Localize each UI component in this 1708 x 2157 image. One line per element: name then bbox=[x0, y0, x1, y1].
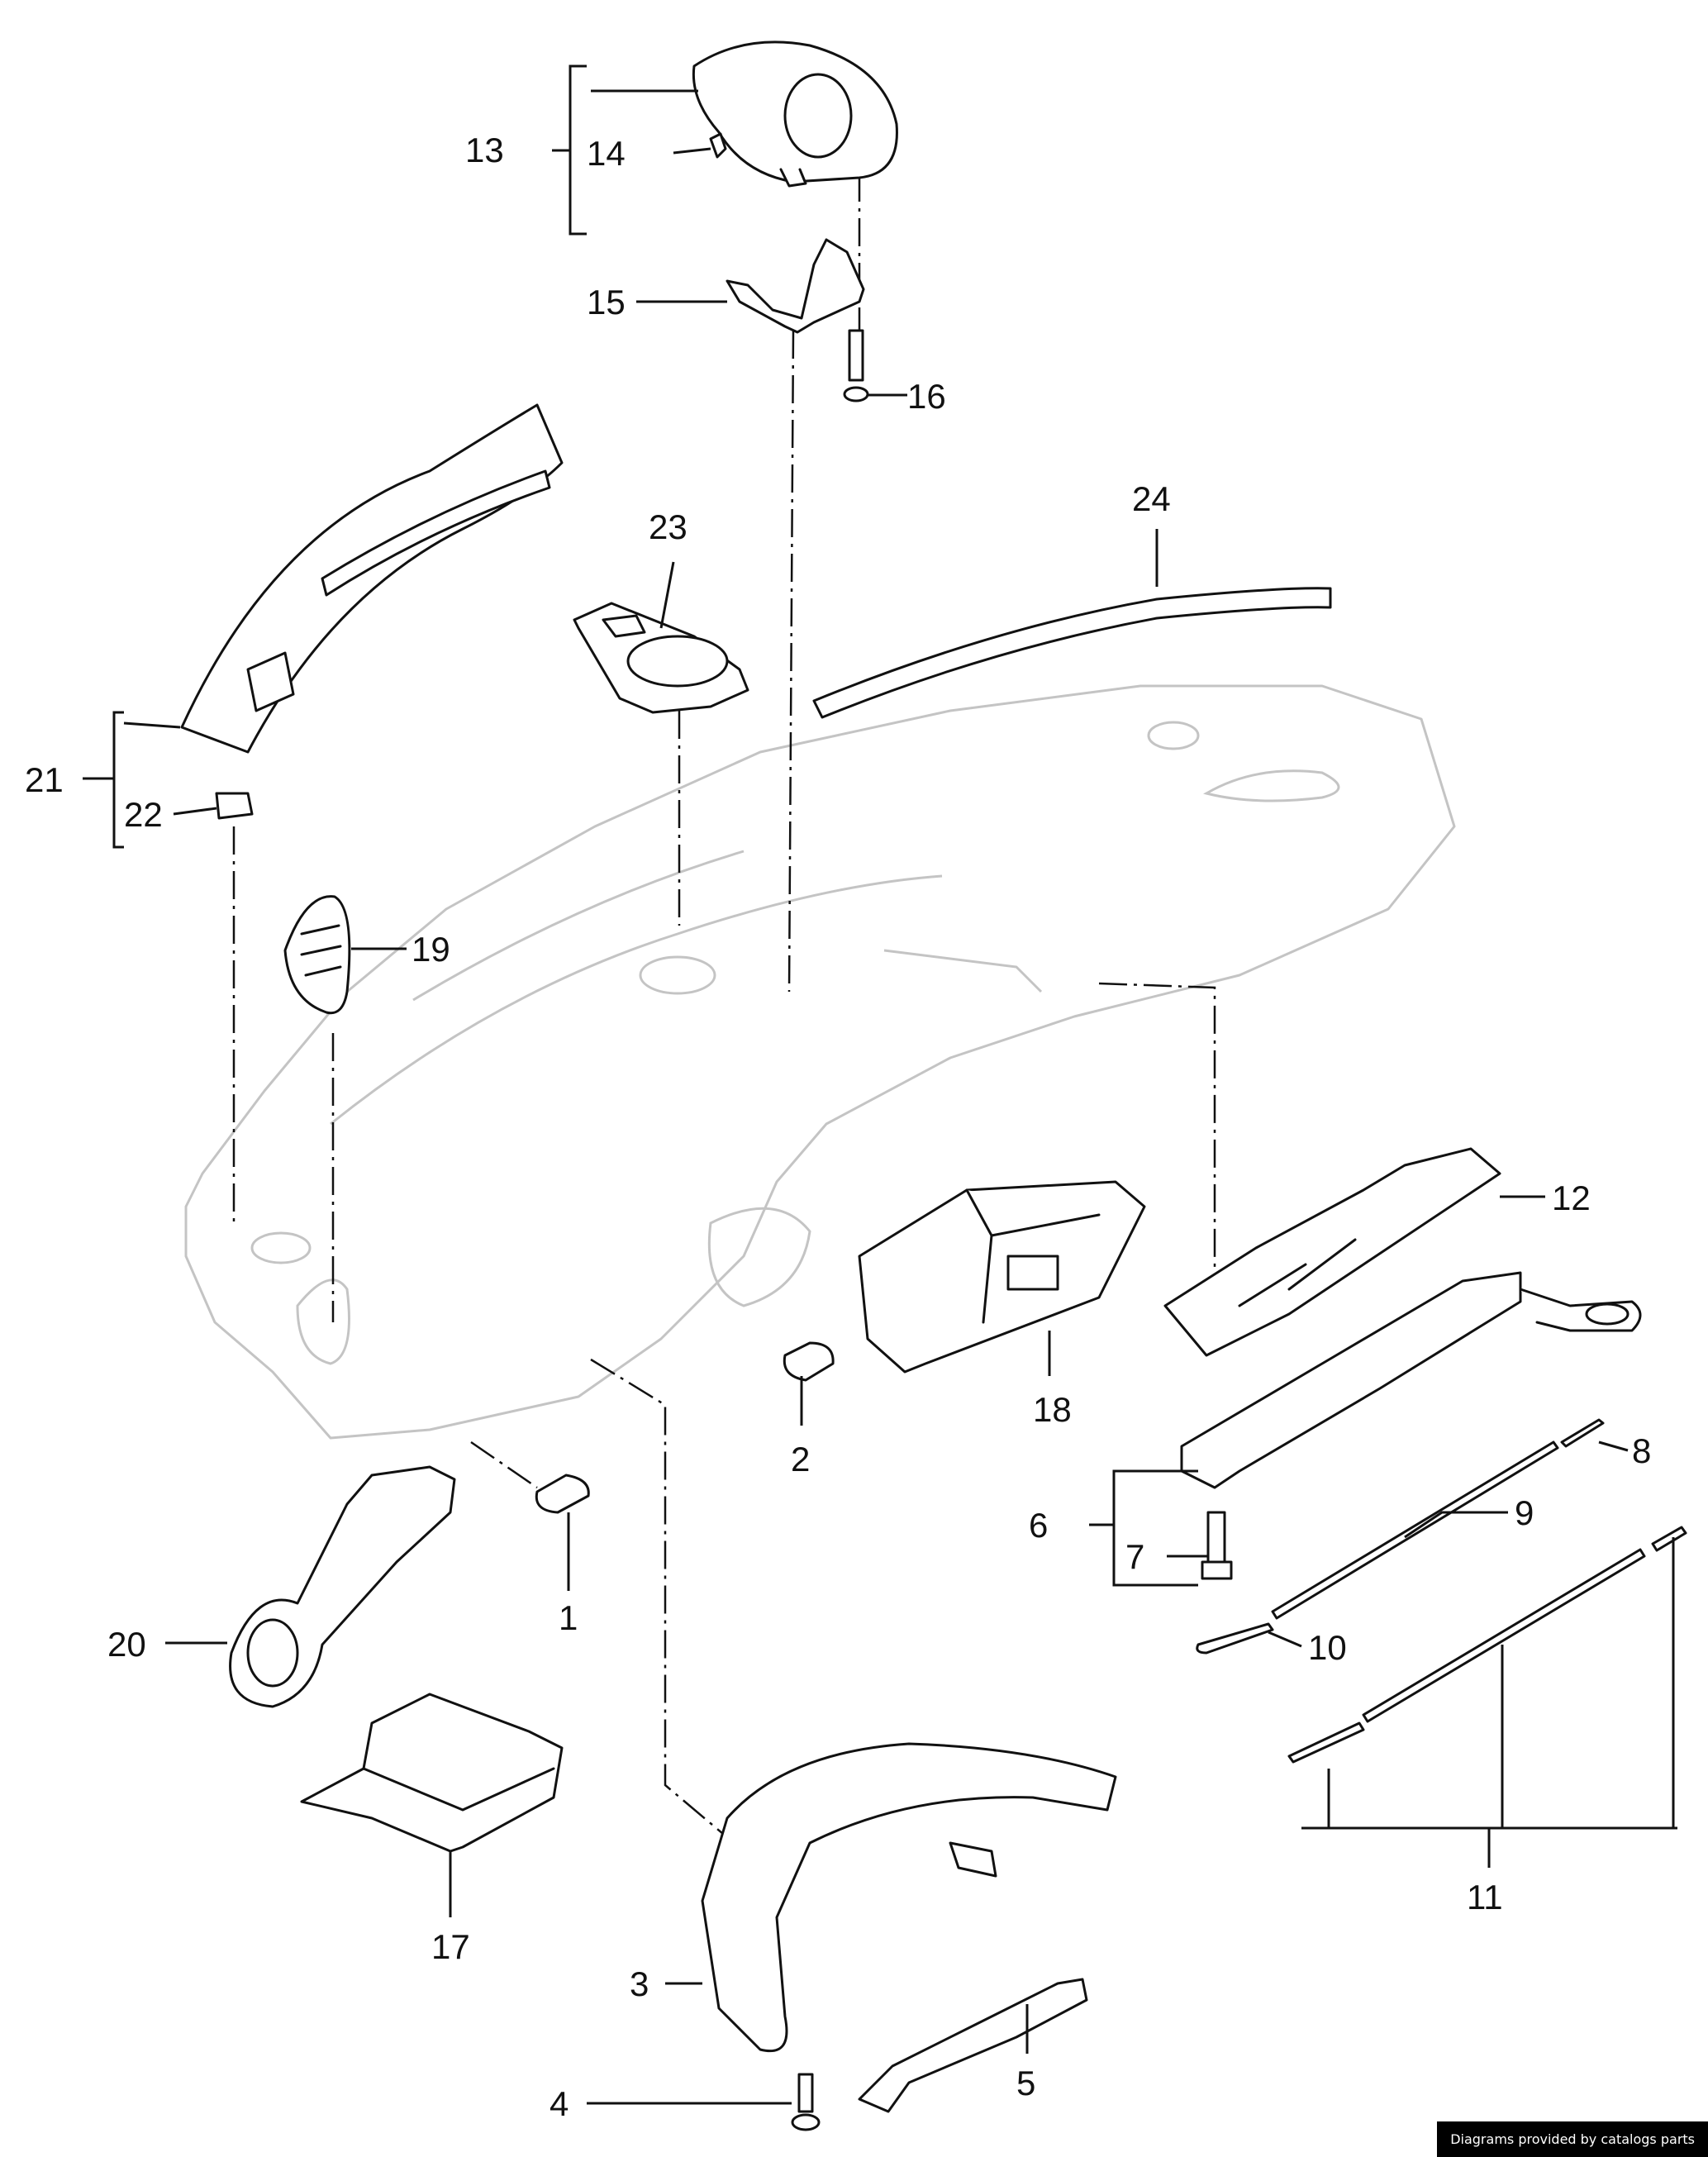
centre-vent-18 bbox=[858, 1180, 1146, 1374]
leader-lines bbox=[83, 64, 1677, 2105]
dashboard-carrier bbox=[184, 684, 1456, 1440]
callout-13: 13 bbox=[465, 131, 504, 169]
side-vent-19 bbox=[283, 895, 351, 1015]
callout-3: 3 bbox=[630, 1964, 649, 2003]
seal-strip-24 bbox=[812, 587, 1332, 719]
air-duct-20 bbox=[229, 1465, 456, 1708]
callout-2: 2 bbox=[791, 1440, 810, 1478]
trim-panel-23 bbox=[573, 602, 749, 714]
callout-16: 16 bbox=[907, 377, 946, 416]
callout-4: 4 bbox=[550, 2084, 569, 2123]
knob-2 bbox=[783, 1341, 835, 1382]
clip-14 bbox=[709, 132, 727, 159]
vent-housing-17 bbox=[300, 1693, 564, 1853]
callout-9: 9 bbox=[1515, 1493, 1534, 1532]
callout-24: 24 bbox=[1132, 479, 1171, 518]
clip-22 bbox=[215, 792, 254, 820]
bracket-5 bbox=[858, 1978, 1088, 2113]
callout-19: 19 bbox=[412, 930, 450, 969]
instrument-hood bbox=[692, 40, 898, 188]
bracket-12 bbox=[1163, 1147, 1501, 1357]
callout-14: 14 bbox=[587, 134, 626, 173]
rod-8 bbox=[1560, 1418, 1605, 1448]
callout-7: 7 bbox=[1125, 1537, 1144, 1576]
credit-badge: Diagrams provided by catalogs parts bbox=[1437, 2121, 1708, 2157]
support-beam-6 bbox=[1180, 1271, 1642, 1489]
callout-11: 11 bbox=[1467, 1878, 1503, 1917]
callout-23: 23 bbox=[649, 507, 687, 546]
callout-10: 10 bbox=[1308, 1628, 1347, 1667]
bracket-15 bbox=[726, 238, 865, 334]
knob-1 bbox=[535, 1474, 590, 1514]
callout-5: 5 bbox=[1016, 2064, 1035, 2102]
lower-shroud-3 bbox=[701, 1742, 1117, 2052]
rod-11 bbox=[1287, 1526, 1687, 1764]
callout-8: 8 bbox=[1632, 1431, 1651, 1470]
callout-18: 18 bbox=[1033, 1390, 1072, 1429]
callout-numbers: 13 14 15 16 21 22 23 24 19 12 18 2 8 6 9… bbox=[25, 131, 1651, 2123]
rod-10 bbox=[1196, 1622, 1274, 1655]
callout-12: 12 bbox=[1552, 1178, 1591, 1217]
dash-top-trim-21 bbox=[180, 403, 564, 754]
screw-16 bbox=[843, 329, 869, 402]
callout-21: 21 bbox=[25, 760, 64, 799]
callout-17: 17 bbox=[431, 1927, 470, 1966]
callout-15: 15 bbox=[587, 283, 626, 321]
bolt-7 bbox=[1201, 1511, 1233, 1580]
callout-1: 1 bbox=[559, 1598, 578, 1637]
callout-22: 22 bbox=[124, 795, 163, 834]
callout-20: 20 bbox=[107, 1625, 146, 1664]
screw-4 bbox=[791, 2073, 821, 2131]
callout-6: 6 bbox=[1029, 1506, 1048, 1545]
